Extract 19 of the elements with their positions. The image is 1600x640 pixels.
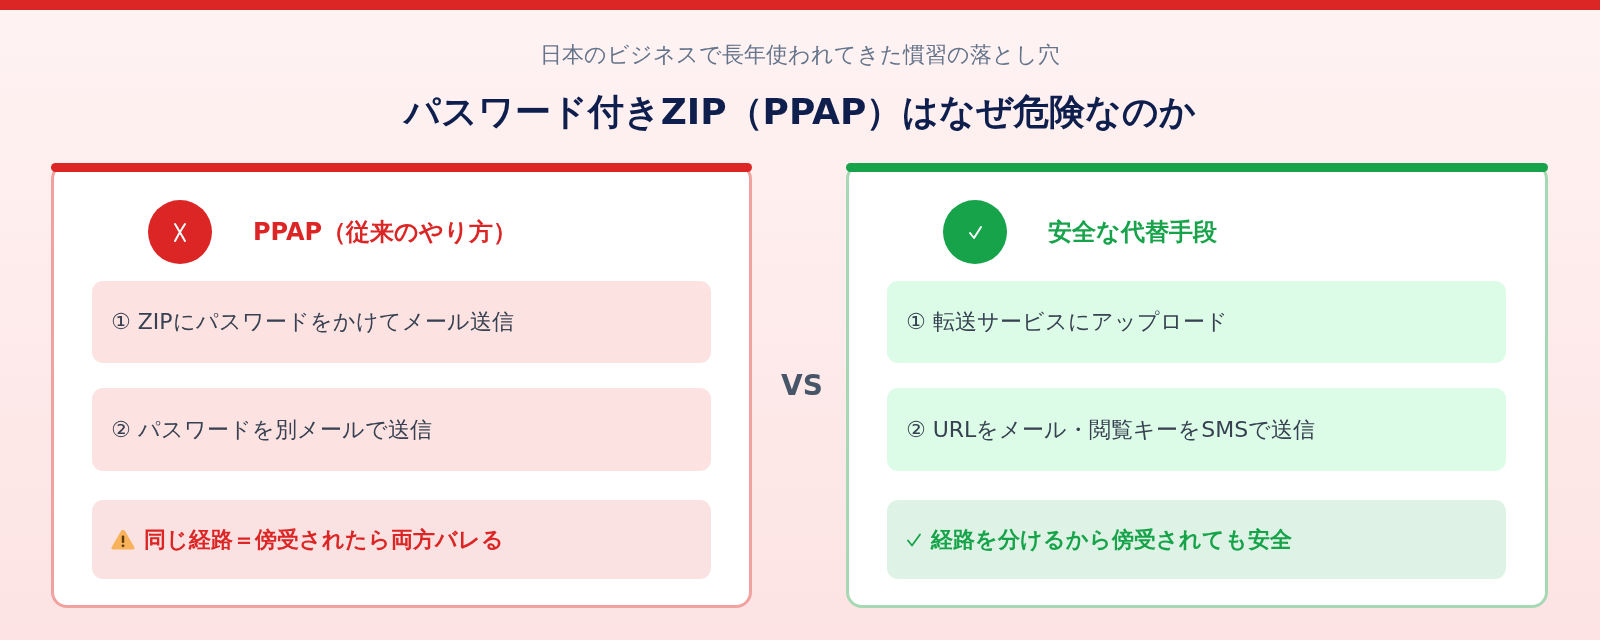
panel-heading: 安全な代替手段: [1048, 217, 1217, 248]
vs-label: VS: [781, 368, 823, 404]
panel-heading: PPAP（従来のやり方）: [253, 217, 518, 248]
result-box: [887, 500, 1506, 579]
step-box: [887, 388, 1506, 471]
result-text: 同じ経路＝傍受されたら両方バレる: [144, 525, 504, 554]
result-box: [92, 500, 711, 579]
step-text: ② URLをメール・閲覧キーをSMSで送信: [906, 415, 1316, 444]
comparison-panel: [846, 163, 1548, 608]
subtitle: 日本のビジネスで長年使われてきた慣習の落とし穴: [539, 41, 1061, 69]
step-box: [92, 281, 711, 363]
step-text: ① ZIPにパスワードをかけてメール送信: [111, 308, 514, 336]
step-text: ② パスワードを別メールで送信: [111, 415, 432, 444]
step-box: [887, 281, 1506, 363]
diagram-title: パスワード付きZIP（PPAP）はなぜ危険なのか: [402, 90, 1198, 134]
step-box: [92, 388, 711, 471]
comparison-panel: [51, 163, 752, 608]
step-text: ① 転送サービスにアップロード: [906, 308, 1228, 336]
result-text: 経路を分けるから傍受されても安全: [931, 525, 1292, 554]
